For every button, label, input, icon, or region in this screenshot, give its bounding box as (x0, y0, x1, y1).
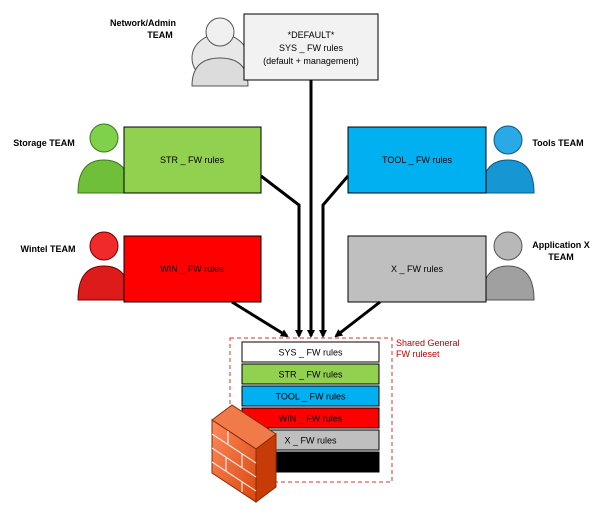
wintel-team-label: Wintel TEAM (21, 244, 76, 254)
network-team-label-line1: Network/Admin (110, 18, 176, 28)
default-rules-line1: *DEFAULT* (288, 30, 335, 40)
wintel-rules-box: WIN _ FW rules (123, 235, 262, 303)
default-rules-line2: SYS _ FW rules (279, 43, 344, 53)
arrow-tools (319, 175, 350, 338)
ruleset-row-sys-label: SYS _ FW rules (278, 348, 343, 358)
default-rules-box: *DEFAULT* SYS _ FW rules (default + mana… (243, 13, 379, 81)
application-team-label-line1: Application X (532, 240, 590, 250)
arrow-wintel (231, 300, 289, 338)
wintel-person-icon (77, 231, 131, 301)
ruleset-row-win-label: WIN _ FW rules (279, 414, 343, 424)
tools-person-icon (481, 125, 535, 194)
application-rules-label: X _ FW rules (391, 264, 444, 274)
storage-person-icon (77, 123, 131, 194)
shared-ruleset-label-line2: FW ruleset (396, 349, 440, 359)
tools-rules-label: TOOL _ FW rules (382, 155, 453, 165)
ruleset-row-sys: SYS _ FW rules (241, 341, 380, 363)
ruleset-row-str-label: STR _ FW rules (278, 370, 343, 380)
storage-rules-box: STR _ FW rules (123, 126, 262, 194)
connector-arrows (231, 80, 381, 338)
arrow-application (334, 300, 381, 338)
storage-team-label: Storage TEAM (13, 138, 75, 148)
network-admin-person-icon (191, 17, 249, 87)
network-team-label-line2: TEAM (147, 30, 173, 40)
application-person-icon (481, 231, 535, 301)
ruleset-row-tool-bar (241, 385, 380, 407)
ruleset-row-tool: TOOL _ FW rules (241, 385, 380, 407)
ruleset-row-x-label: X _ FW rules (284, 436, 337, 446)
firewall-icon (211, 404, 277, 503)
ruleset-row-str-bar (241, 363, 380, 385)
tools-team-label: Tools TEAM (532, 138, 583, 148)
tools-rules-box: TOOL _ FW rules (347, 126, 487, 194)
application-team-label-line2: TEAM (548, 252, 574, 262)
default-rules-line3: (default + management) (263, 56, 359, 66)
arrow-storage (260, 174, 303, 338)
shared-ruleset-label-line1: Shared General (396, 338, 460, 348)
wintel-rules-label: WIN _ FW rules (160, 264, 224, 274)
storage-rules-label: STR _ FW rules (160, 155, 225, 165)
ruleset-row-str: STR _ FW rules (241, 363, 380, 385)
ruleset-row-deny-label: DENY ANY (288, 458, 333, 468)
ruleset-row-tool-label: TOOL _ FW rules (275, 392, 346, 402)
ruleset-row-sys-bar (241, 341, 380, 363)
application-rules-box: X _ FW rules (347, 235, 487, 303)
